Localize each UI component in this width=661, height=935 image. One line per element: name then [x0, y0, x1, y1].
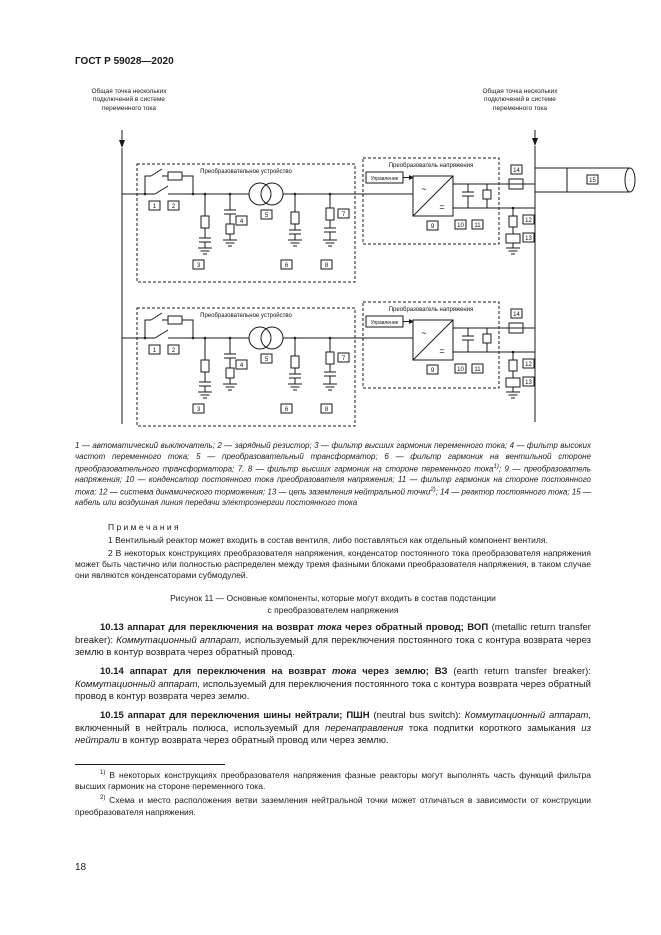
- figure-caption-line-2: с преобразователем напряжения: [267, 604, 399, 615]
- annotation-arrow-right: [532, 130, 538, 146]
- circuit-diagram: Преобразовательное устройство 1 2: [119, 130, 636, 443]
- note-1: 1 Вентильный реактор может входить в сос…: [108, 535, 548, 546]
- annotation-arrow-left: [119, 130, 125, 148]
- annotation-left: Общая точка нескольких подключений в сис…: [91, 88, 167, 112]
- notes-heading: П р и м е ч а н и я: [108, 522, 179, 533]
- footnote-1-text: В некоторых конструкциях преобразователя…: [75, 769, 591, 792]
- legend-footnote-ref-2: 2): [430, 486, 436, 493]
- term-10-15: 10.15 аппарат для переключения шины нейт…: [75, 709, 591, 747]
- term-10-13: 10.13 аппарат для переключения на возвра…: [75, 622, 591, 659]
- figure-caption: Рисунок 11 — Основные компоненты, которы…: [75, 593, 591, 616]
- footnote-separator: [75, 763, 225, 765]
- converter-unit-bottom: [122, 302, 535, 426]
- legend-part-3: ; 14 — реактор постоянного тока; 15 — ка…: [75, 487, 591, 508]
- annotation-right: Общая точка нескольких подключений в сис…: [482, 88, 558, 112]
- footnote-2-text: Схема и место расположения ветви заземле…: [75, 795, 591, 817]
- footnote-1-marker: 1): [100, 770, 106, 777]
- figure-legend: 1 — автоматический выключатель; 2 — заря…: [75, 441, 591, 509]
- body-text: 1 — автоматический выключатель; 2 — заря…: [75, 441, 591, 818]
- footnote-1: 1) В некоторых конструкциях преобразоват…: [75, 770, 591, 792]
- svg-text:15: 15: [589, 178, 596, 184]
- page-number: 18: [75, 862, 87, 873]
- dc-transmission-line: 15: [535, 167, 636, 193]
- legend-part-2: ; 9 — преобразователь напряжения; 10 — к…: [75, 464, 592, 497]
- legend-part-1: 1 — автоматический выключатель; 2 — заря…: [75, 441, 591, 474]
- converter-unit-top: [122, 158, 535, 282]
- legend-footnote-ref-1: 1): [493, 463, 499, 470]
- document-header: ГОСТ Р 59028—2020: [75, 56, 174, 67]
- figure-caption-line-1: Рисунок 11 — Основные компоненты, которы…: [170, 593, 496, 604]
- footnote-2-marker: 2): [100, 795, 106, 802]
- footnote-2: 2) Схема и место расположения ветви зазе…: [75, 795, 591, 817]
- label-box-n15: 15: [586, 174, 599, 185]
- term-10-14: 10.14 аппарат для переключения на возвра…: [75, 666, 591, 703]
- note-2: 2 В некоторых конструкциях преобразовате…: [75, 548, 591, 581]
